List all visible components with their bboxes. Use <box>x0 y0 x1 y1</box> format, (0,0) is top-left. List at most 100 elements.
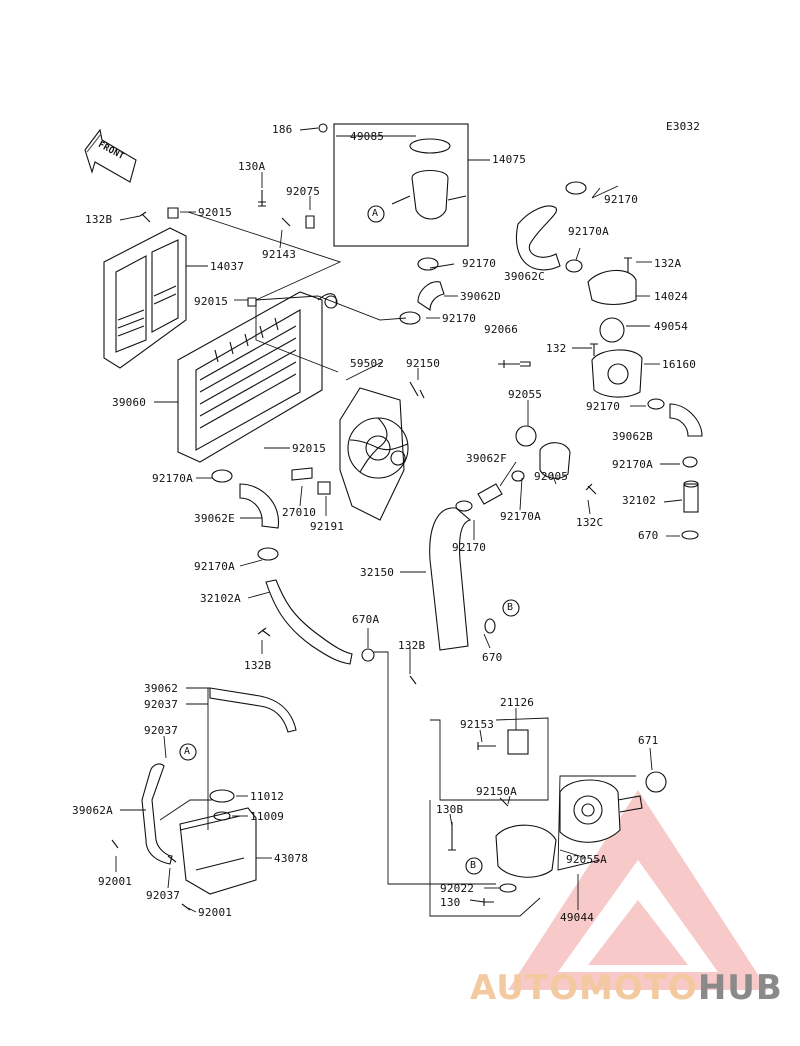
clamp-92170 <box>647 398 665 410</box>
part-callout: 43078 <box>274 852 309 865</box>
part-callout: 49054 <box>654 320 689 333</box>
part-callout: 21126 <box>500 696 535 709</box>
part-callout: 16160 <box>662 358 697 371</box>
leader-lines <box>115 127 683 917</box>
part-callout: 14075 <box>492 153 527 166</box>
part-callout: 39062E <box>194 512 235 525</box>
o-ring-670a <box>361 648 375 662</box>
part-callout: 130A <box>238 160 266 173</box>
clamp-92170a <box>211 469 233 483</box>
part-callout: 32102 <box>622 494 657 507</box>
part-callout: 670A <box>352 613 380 626</box>
part-callout: 92143 <box>262 248 297 261</box>
part-callout: 92170 <box>604 193 639 206</box>
pipe-32102 <box>683 483 699 513</box>
part-callout: 92170 <box>586 400 621 413</box>
part-callout: 92005 <box>534 470 569 483</box>
part-callout: 671 <box>638 734 659 747</box>
reserve-tank-hose-39062a <box>141 763 173 865</box>
water-pump-cover <box>495 824 557 878</box>
part-callout: 92037 <box>144 724 179 737</box>
connection-marker: A <box>184 746 191 757</box>
o-ring-671 <box>645 771 667 793</box>
marker-circle <box>465 857 483 875</box>
thermostat-cover <box>587 269 637 306</box>
marker-circle <box>367 205 385 223</box>
temp-sensor <box>498 360 531 368</box>
connection-marker: A <box>372 208 379 219</box>
part-callout: 92170A <box>194 560 235 573</box>
plug-92191 <box>317 481 331 495</box>
thermostat-housing <box>591 349 643 398</box>
cooling-fan <box>339 387 409 521</box>
clamp-92170a <box>511 470 525 482</box>
part-callout: 32102A <box>200 592 241 605</box>
clamp-92170a <box>257 547 279 561</box>
clamp-92170a <box>682 456 698 468</box>
part-callout: 92170 <box>442 312 477 325</box>
part-callout: 92037 <box>146 889 181 902</box>
part-callout: 39060 <box>112 396 147 409</box>
connection-marker: B <box>507 602 514 613</box>
watermark-triangle <box>508 790 768 990</box>
reserve-tank <box>179 807 257 895</box>
hose-39062d <box>417 281 445 312</box>
radiator-shroud <box>103 227 187 369</box>
part-callout: 92015 <box>198 206 233 219</box>
part-callout: 92170 <box>452 541 487 554</box>
part-callout: 92170A <box>500 510 541 523</box>
part-callout: 132C <box>576 516 604 529</box>
watermark-logo: AUTOMOTOHUB <box>470 968 783 1008</box>
front-arrow-icon <box>84 128 137 183</box>
part-callout: 132B <box>244 659 272 672</box>
hose-39062c <box>515 205 561 271</box>
part-callout: 92022 <box>440 882 475 895</box>
part-callout: 92037 <box>144 698 179 711</box>
part-callout: 130B <box>436 803 464 816</box>
part-callout: 92015 <box>292 442 327 455</box>
clamp-92170 <box>565 181 587 195</box>
part-callout: 132 <box>546 342 567 355</box>
part-callout: 92153 <box>460 718 495 731</box>
part-callout: 27010 <box>282 506 317 519</box>
reserve-tank-seal <box>213 811 231 821</box>
clamp-92170a <box>565 259 583 273</box>
part-callout: 39062 <box>144 682 179 695</box>
o-ring-670 <box>681 530 699 540</box>
part-callout: 49085 <box>350 130 385 143</box>
water-pump <box>559 779 621 843</box>
part-callout: 14037 <box>210 260 245 273</box>
part-callout: 39062A <box>72 804 113 817</box>
clamp-92170 <box>399 311 421 325</box>
connection-marker: B <box>470 860 477 871</box>
thermostat <box>599 317 625 343</box>
clamp-92170 <box>417 257 439 271</box>
reserve-tank-cap <box>209 789 235 803</box>
part-callout: 92191 <box>310 520 345 533</box>
fan-switch <box>291 467 313 481</box>
watermark-text-part2: HUB <box>697 968 783 1008</box>
part-callout: 59502 <box>350 357 385 370</box>
o-ring-670 <box>484 618 496 634</box>
marker-circle <box>179 743 197 761</box>
part-callout: 39062F <box>466 452 507 465</box>
part-callout: 39062B <box>612 430 653 443</box>
pump-bracket <box>507 729 529 755</box>
part-callout: 670 <box>638 529 659 542</box>
part-callout: 186 <box>272 123 293 136</box>
part-callout: 39062D <box>460 290 501 303</box>
washer-92022 <box>499 883 517 893</box>
reserve-tank-hose-39062 <box>209 687 297 733</box>
filler-neck <box>318 123 469 247</box>
part-callout: 92015 <box>194 295 229 308</box>
part-callout: 92150 <box>406 357 441 370</box>
part-callout: 11009 <box>250 810 285 823</box>
radiator <box>177 291 338 463</box>
clamp-92170 <box>455 500 473 512</box>
part-callout: 92001 <box>198 906 233 919</box>
water-pipe-cover <box>539 442 571 479</box>
part-callout: 132B <box>398 639 426 652</box>
part-callout: 92170 <box>462 257 497 270</box>
part-callout: 32150 <box>360 566 395 579</box>
